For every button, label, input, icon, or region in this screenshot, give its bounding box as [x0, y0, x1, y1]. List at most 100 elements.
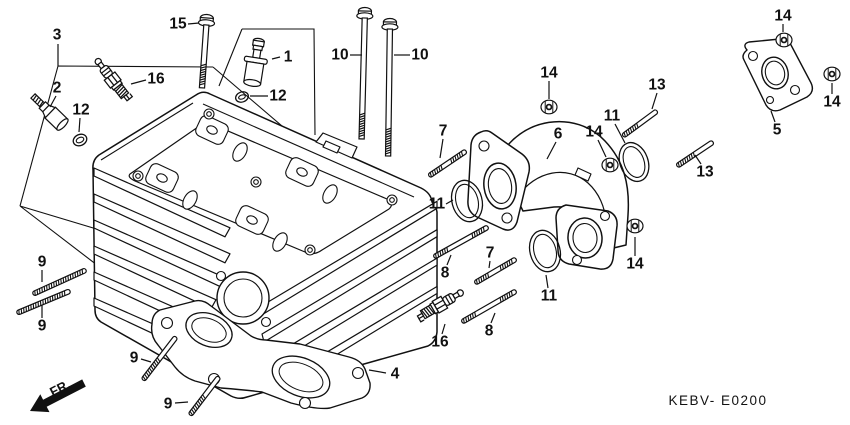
- leader-line: [78, 117, 81, 133]
- callout-label: 8: [441, 265, 450, 282]
- callout-label: 16: [431, 334, 449, 351]
- callout-label: 8: [485, 323, 494, 340]
- callout-label: 4: [391, 366, 400, 383]
- stud-bolt: [433, 225, 489, 259]
- callout-label: 2: [53, 80, 62, 97]
- leader-line: [490, 312, 496, 324]
- flange-bolt: [197, 13, 216, 89]
- o-ring: [528, 229, 562, 273]
- head-mount-tab: [315, 132, 358, 159]
- rocker-tower: [285, 157, 319, 187]
- callout-label: 6: [554, 126, 563, 143]
- o-ring: [450, 179, 484, 223]
- valve-pocket: [182, 190, 198, 210]
- callout-label: 15: [169, 16, 187, 33]
- group-bracket-lines: [19, 28, 428, 312]
- leader-line: [187, 22, 200, 25]
- flange-nut: [823, 66, 841, 82]
- rocker-tower: [235, 205, 269, 235]
- callout-label: 9: [38, 318, 47, 335]
- head-gasket-drawing: [150, 299, 371, 410]
- callout-label: 13: [648, 77, 666, 94]
- callout-label: 10: [411, 47, 428, 64]
- leader-line: [614, 123, 626, 144]
- cylinder-head-drawing: [92, 91, 438, 400]
- callout-label: 11: [541, 288, 558, 305]
- callout-label: 14: [585, 124, 603, 141]
- callout-label: 16: [147, 71, 165, 88]
- callout-label: 5: [773, 122, 782, 139]
- deck-hole: [135, 173, 141, 179]
- callout-label: 10: [331, 47, 348, 64]
- deck-hole: [307, 247, 313, 253]
- manifold-rear-flange: [555, 204, 618, 270]
- valve-pocket: [272, 232, 288, 252]
- stud-bolt: [141, 335, 178, 382]
- hardware-layer: [16, 6, 841, 417]
- flange-bolt: [356, 6, 374, 140]
- rocker-tower: [145, 163, 179, 193]
- leader-line: [49, 95, 57, 108]
- stud-bolt: [32, 268, 87, 296]
- callout-label: 14: [540, 65, 558, 82]
- part-2-component: [30, 92, 69, 131]
- o-ring: [72, 133, 88, 147]
- stud-bolt: [16, 288, 71, 316]
- deck-hole: [253, 179, 259, 185]
- leader-line: [174, 401, 189, 404]
- flange-nut: [626, 218, 644, 234]
- stud-bolt: [427, 149, 468, 178]
- callout-label: 7: [439, 123, 448, 140]
- gasket-cylinder-openings: [185, 312, 331, 399]
- leader-line: [140, 358, 152, 363]
- callout-label: 1: [284, 49, 293, 66]
- front-port: [215, 270, 272, 328]
- callout-label: 9: [164, 396, 173, 413]
- leader-line: [545, 274, 549, 289]
- o-ring: [235, 91, 249, 103]
- deck-hole: [389, 197, 395, 203]
- manifold-top-slot: [574, 167, 592, 182]
- leader-line: [130, 79, 147, 85]
- leader-line: [694, 154, 702, 165]
- front-direction-marker: FR.: [30, 377, 86, 413]
- leader-line: [271, 56, 281, 60]
- callout-label: 9: [130, 350, 139, 367]
- callout-label: 14: [626, 256, 644, 273]
- stud-bolt: [461, 289, 517, 324]
- o-ring: [618, 141, 650, 183]
- callout-label: 12: [269, 88, 286, 105]
- bracket-part3: [19, 65, 428, 312]
- callout-label: 3: [53, 27, 62, 44]
- manifold-front-flange: [467, 129, 531, 231]
- callout-label: 7: [486, 245, 495, 262]
- deck-hole: [206, 111, 212, 117]
- leader-line: [439, 138, 444, 159]
- valve-pocket: [322, 184, 338, 204]
- valve-pocket: [232, 142, 248, 162]
- flange-nut: [775, 32, 793, 48]
- intake-manifold-drawing: [467, 120, 630, 270]
- leader-line: [488, 260, 491, 269]
- stud-bolt: [675, 140, 715, 168]
- flange-nut: [540, 99, 558, 115]
- callout-label: 14: [823, 94, 841, 111]
- deck-rim: [100, 102, 415, 198]
- fin: [93, 193, 231, 264]
- leader-line: [446, 254, 452, 266]
- front-arrow-icon: [30, 379, 86, 413]
- insulator-plate-drawing: [742, 38, 814, 112]
- flange-bolt: [381, 17, 399, 157]
- spark-plug-upper: [90, 54, 135, 105]
- part-1-component: [243, 37, 268, 87]
- leader-line: [368, 369, 387, 374]
- leader-line: [441, 323, 446, 335]
- leader-line: [770, 110, 776, 123]
- detail-box-part1: [218, 28, 316, 136]
- stud-bolt: [621, 109, 659, 138]
- deck-interior-details: [132, 108, 398, 256]
- leader-line: [651, 92, 658, 110]
